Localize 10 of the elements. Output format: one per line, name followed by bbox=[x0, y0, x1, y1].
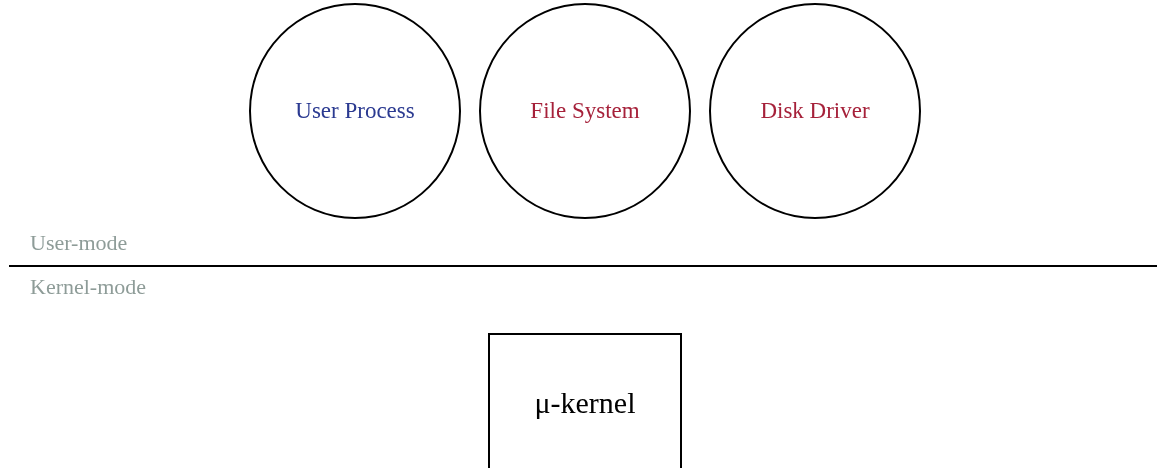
process-name: User Process bbox=[295, 98, 415, 124]
process-name: Disk Driver bbox=[760, 98, 870, 124]
kernel-box bbox=[488, 333, 682, 468]
process-circle bbox=[479, 3, 691, 219]
process-name: File System bbox=[530, 98, 640, 124]
process-circle bbox=[709, 3, 921, 219]
kernel-name: μ-kernel bbox=[534, 386, 636, 420]
mode-label: User-mode bbox=[30, 230, 128, 256]
mode-label: Kernel-mode bbox=[30, 274, 147, 300]
process-circle bbox=[249, 3, 461, 219]
